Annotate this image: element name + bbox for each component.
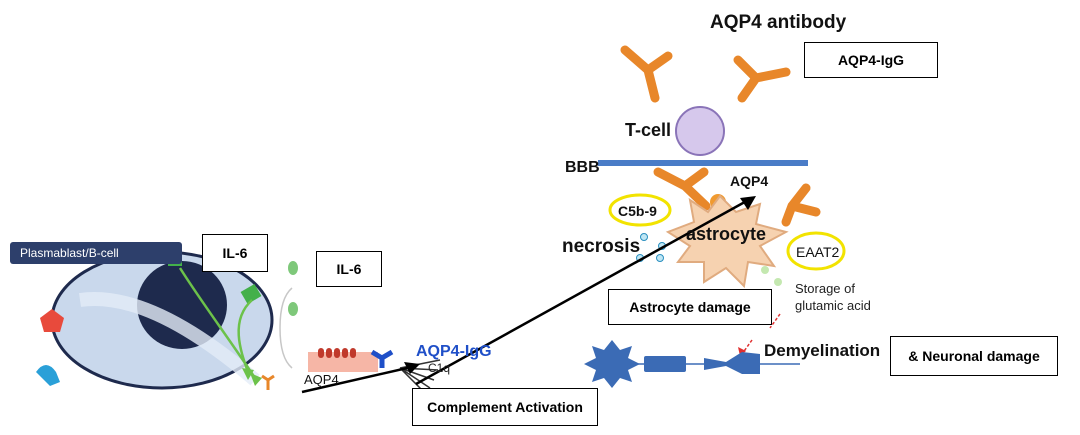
b-cell-membrane-highlight (79, 292, 260, 386)
arrowhead-complement (404, 362, 420, 374)
storage-label-line1: Storage of (795, 281, 855, 296)
bbb-label: BBB (565, 159, 600, 176)
red-pentagon-antigen (40, 309, 64, 332)
green-droplets (761, 266, 782, 286)
myelin-segment (644, 356, 686, 372)
arrow-to-aqp4 (415, 196, 753, 386)
astrocyte-label: astrocyte (686, 224, 766, 244)
complement-activation-box: Complement Activation (412, 388, 598, 426)
aqp4-label: AQP4 (730, 173, 768, 189)
green-arrowhead-a (250, 373, 262, 386)
plasmablast-pill: Plasmablast/B-cell (10, 242, 182, 264)
grey-bracket (279, 287, 293, 369)
c5b9-ring (608, 193, 672, 227)
b-cell-nucleus (137, 261, 227, 349)
aqp4-antibody-right (733, 55, 791, 103)
aqp4-small-label: AQP4 (304, 372, 339, 387)
orange-antibody-fragment (261, 374, 275, 390)
il6-box-b: IL-6 (316, 251, 382, 287)
c1q-label: C1q (428, 361, 450, 375)
demyelination-label: Demyelination (764, 341, 880, 360)
eaat2-ring (786, 231, 846, 271)
aqp4-antibody-label: AQP4 antibody (710, 12, 847, 33)
membrane-band (308, 352, 378, 372)
pathway-arrows (301, 196, 753, 394)
aqp4-igg-box: AQP4-IgG (804, 42, 938, 78)
il6-box-a: IL-6 (202, 234, 268, 272)
green-receptor-right (240, 283, 262, 305)
green-arrowhead-b (242, 368, 254, 380)
t-cell-label: T-cell (625, 120, 671, 140)
t-cell-circle (675, 106, 725, 156)
aqp4-igg-blue-label: AQP4-IgG (416, 343, 492, 360)
plasmablast-panel (36, 248, 298, 390)
red-arrows (741, 313, 781, 355)
arrow-to-complement (301, 364, 417, 394)
eaat2-label: EAAT2 (796, 244, 840, 260)
astrocyte-star (665, 194, 789, 289)
astrocyte-damage-box: Astrocyte damage (608, 289, 772, 325)
bound-antibody-left (653, 167, 711, 211)
aqp4-antibody-left (620, 45, 673, 103)
membrane-fragment (308, 348, 441, 395)
green-droplet-a (288, 261, 298, 275)
c5b9-label: C5b-9 (618, 203, 657, 219)
storage-label-line2: glutamic acid (795, 298, 871, 313)
neuronal-damage-box: & Neuronal damage (890, 336, 1058, 376)
green-droplet-b (288, 302, 298, 316)
blue-receptor-shape (36, 365, 60, 386)
damaged-myelin (704, 352, 760, 374)
blue-igg-molecule (370, 349, 394, 368)
green-arrow-b (237, 299, 253, 373)
arrowhead-aqp4 (740, 196, 756, 210)
bound-antibody-right (781, 183, 821, 227)
necrosis-label: necrosis (562, 236, 640, 257)
neuron-soma (584, 340, 640, 388)
aqp4-channels (318, 348, 356, 358)
